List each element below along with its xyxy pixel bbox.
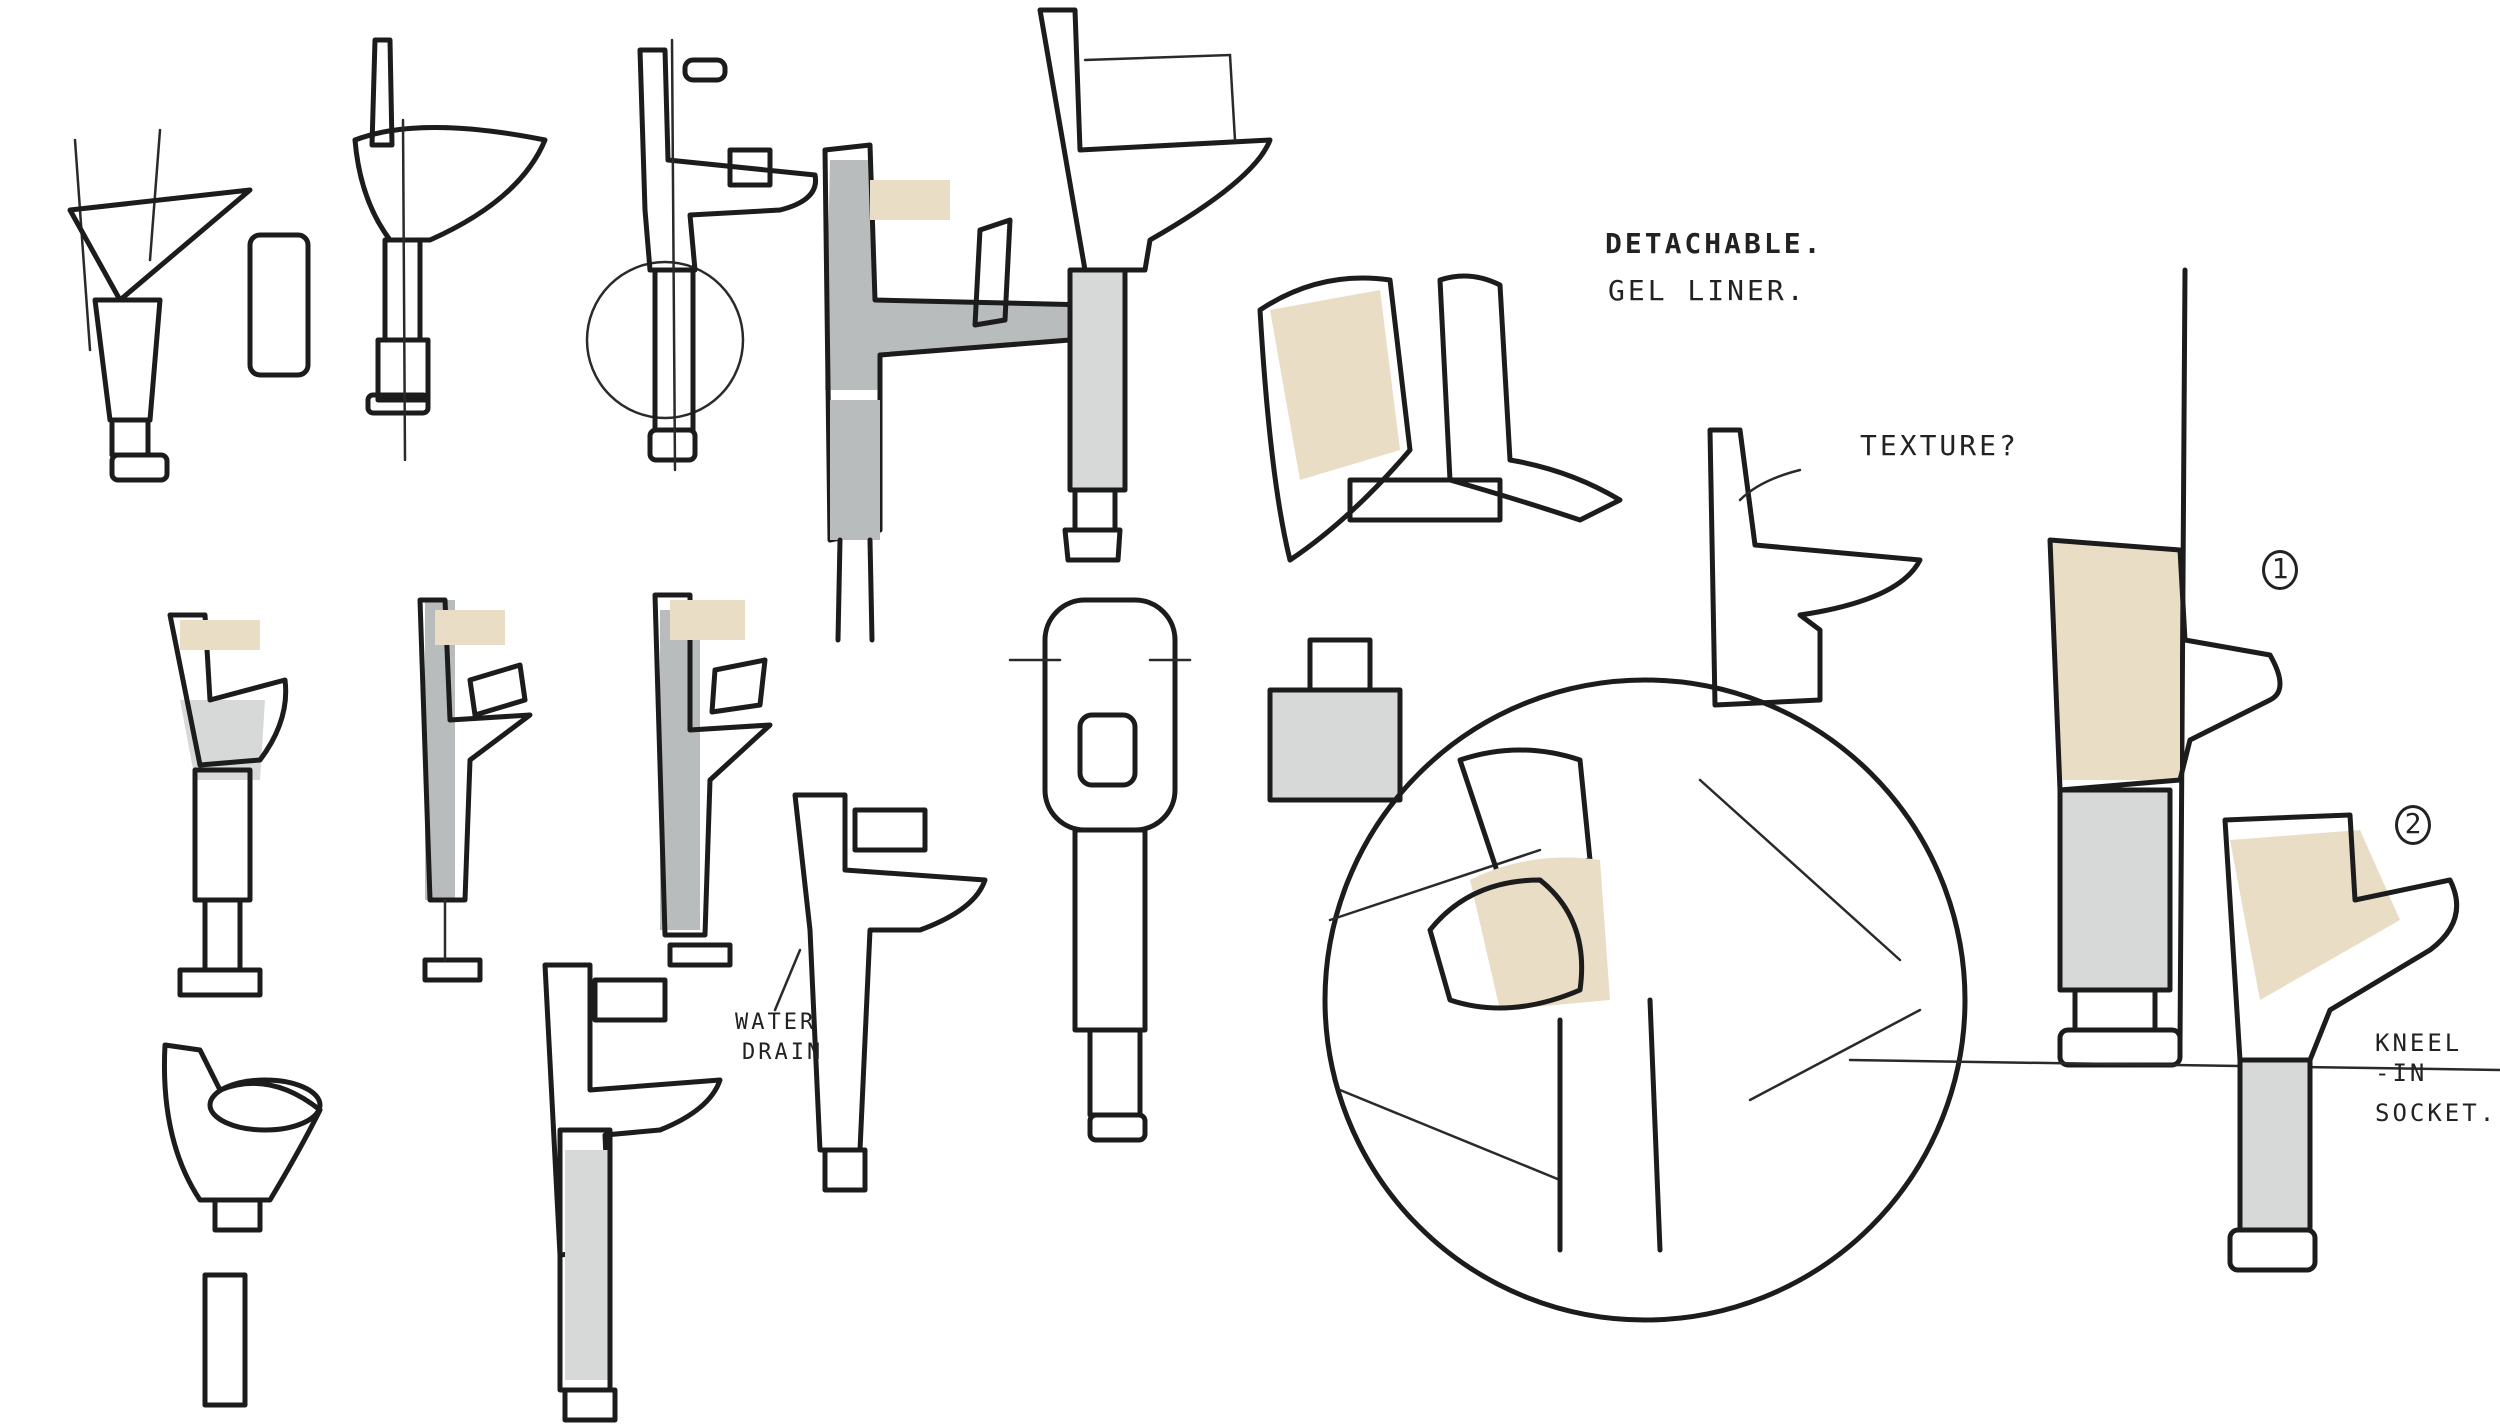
sketch-cup-socket-4-grey bbox=[822, 142, 1095, 643]
sketch-strap-socket-2-grey bbox=[417, 597, 533, 983]
annotation-option-1: 1 bbox=[2262, 550, 2298, 590]
annotation-kneel-line-3: SOCKET. bbox=[2375, 1099, 2498, 1127]
sketch-strap-socket-1 bbox=[167, 612, 289, 998]
sketch-strap-socket-5-water-drain bbox=[773, 792, 988, 1193]
sketch-cup-socket-threaded bbox=[161, 1042, 323, 1408]
sketch-cup-socket-5 bbox=[1037, 7, 1273, 563]
sketch-detail-circle bbox=[1322, 677, 1968, 1323]
annotation-detachable: DETACHABLE. bbox=[1605, 227, 1824, 260]
sketch-strap-socket-4 bbox=[542, 962, 723, 1423]
sketch-pad-socket-front bbox=[1008, 597, 1192, 1143]
sketch-cup-socket-1 bbox=[67, 128, 311, 483]
annotation-option-2: 2 bbox=[2395, 805, 2431, 845]
sketch-cup-socket-2 bbox=[352, 37, 548, 462]
annotation-water-drain-line-1: WATER bbox=[735, 1010, 817, 1035]
sketch-cup-socket-3 bbox=[585, 38, 819, 472]
sketch-detachable-liner bbox=[1257, 273, 1623, 803]
sketch-strap-socket-3-grey bbox=[652, 592, 773, 968]
sketch-textured-insert bbox=[1707, 427, 1923, 708]
annotation-water-drain-line-2: DRAIN bbox=[742, 1040, 824, 1065]
sketch-leg-with-socket-1 bbox=[1848, 267, 2500, 1072]
annotation-texture: TEXTURE? bbox=[1860, 429, 2019, 462]
annotation-kneel-line-1: KNEEL bbox=[2375, 1029, 2463, 1057]
sketch-kneel-in-socket-2 bbox=[2222, 812, 2460, 1273]
annotation-kneel-line-2: -IN bbox=[2375, 1059, 2428, 1087]
annotation-gel-liner: GEL LINER. bbox=[1608, 274, 1807, 307]
